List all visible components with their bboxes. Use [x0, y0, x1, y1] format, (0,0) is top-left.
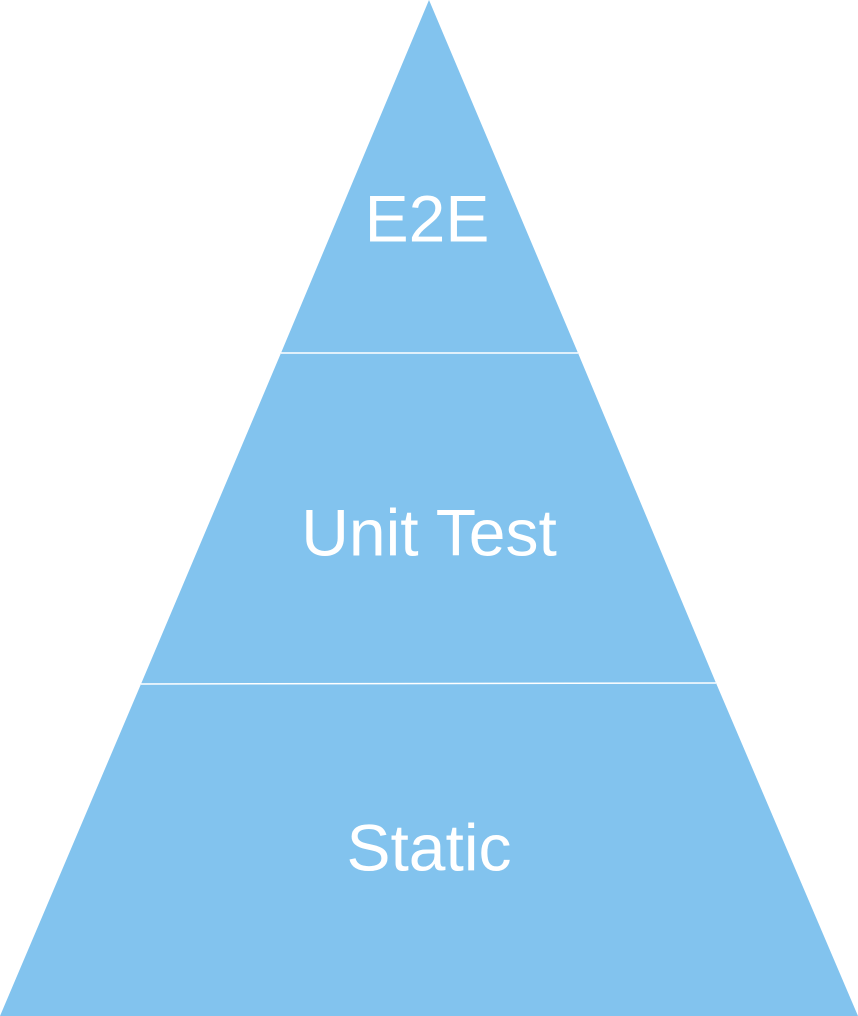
tier-divider-bottom [140, 682, 717, 685]
tier-label-unit-test: Unit Test [301, 495, 557, 569]
pyramid-tier-middle-unit-test [141, 353, 716, 684]
pyramid-tier-bottom-static [0, 683, 858, 1016]
tier-label-static: Static [346, 810, 511, 884]
pyramid-tier-top-e2e [281, 0, 578, 353]
tier-label-e2e: E2E [365, 181, 490, 255]
